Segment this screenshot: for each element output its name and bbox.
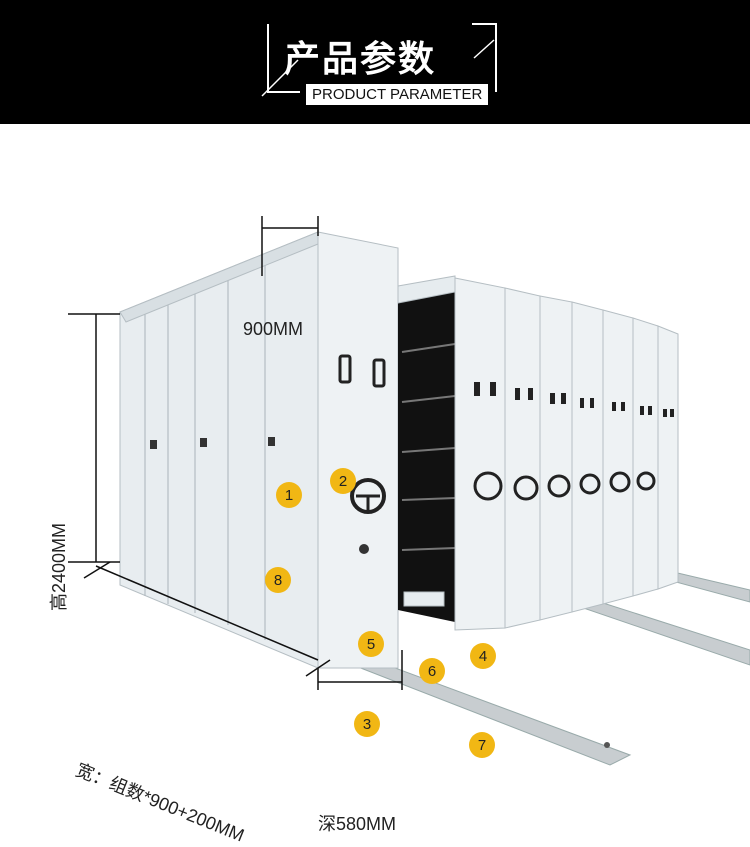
badge-3: 3 <box>354 711 380 737</box>
dimension-depth: 深580MM <box>318 814 397 834</box>
badge-6: 6 <box>419 658 445 684</box>
badge-4: 4 <box>470 643 496 669</box>
dimension-width-top: 900MM <box>243 319 304 339</box>
dimension-height: 高2400MM <box>49 522 69 612</box>
badge-2: 2 <box>330 468 356 494</box>
product-illustration: 900MM 高2400MM 宽：组数*900+200MM 深580MM 1 2 … <box>0 124 750 846</box>
wheel-main <box>350 478 386 514</box>
header-frame-lines <box>261 23 497 97</box>
badge-8: 8 <box>265 567 291 593</box>
page-title: 产品参数 <box>284 39 437 80</box>
badge-5: 5 <box>358 631 384 657</box>
page-subtitle: PRODUCT PARAMETER <box>306 84 489 105</box>
dimension-lines <box>68 216 403 690</box>
badge-7: 7 <box>469 732 495 758</box>
mobile-shelving-drawing <box>119 231 750 766</box>
right-cabinet-units <box>454 277 679 631</box>
header-banner: 产品参数 PRODUCT PARAMETER <box>0 0 750 124</box>
aisle-interior <box>398 282 455 622</box>
badge-1: 1 <box>276 482 302 508</box>
left-cabinet-end-panel <box>317 231 399 669</box>
